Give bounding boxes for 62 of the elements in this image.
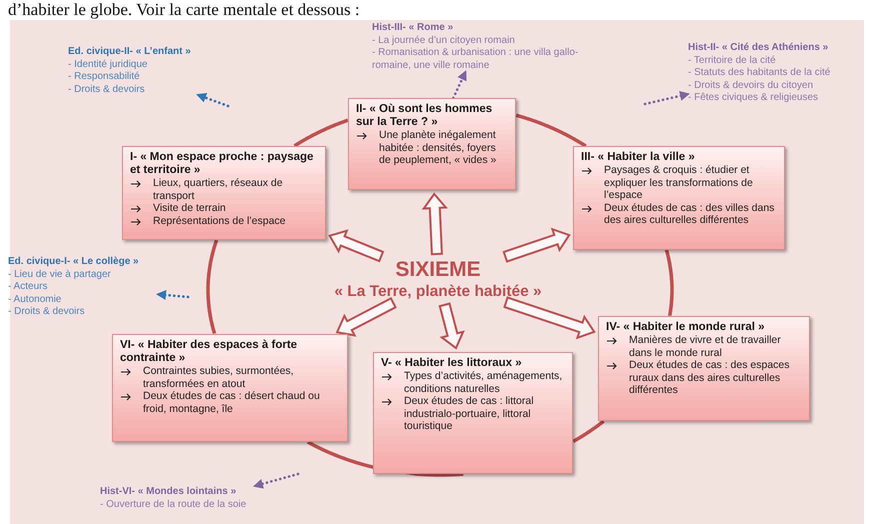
note-item: - Ouverture de la route de la soie: [100, 498, 248, 511]
bullet-text: Types d’activités, aménagements, conditions naturelles: [404, 370, 564, 395]
box-heading: I- « Mon espace proche : paysage et territoire »: [130, 151, 314, 177]
dotted-arrow: [196, 92, 230, 108]
box-heading: IV- « Habiter le monde rural »: [606, 321, 766, 334]
note-heading: Ed. civique-I- « Le collège »: [8, 256, 140, 268]
bullet-text: Lieux, quartiers, réseaux de transport: [153, 177, 284, 202]
ring-line: [293, 118, 349, 148]
bullet-text: Paysages & croquis : étudier et expliquer les transformations de l’espace: [604, 164, 754, 202]
block-arrow: [328, 229, 384, 262]
bullet-text: Représentations de l’espace: [153, 214, 286, 227]
note-item: - Identité juridique: [68, 58, 148, 71]
box-heading: V- « Habiter les littoraux »: [381, 357, 523, 370]
note-item: - Lieu de vie à partager: [8, 268, 112, 281]
note-item: - Droits & devoirs: [8, 306, 86, 318]
topic-box: [598, 316, 810, 421]
box-heading: VI- « Habiter des espaces à forte contrainte »: [120, 339, 298, 365]
block-arrow: [438, 302, 465, 350]
note-item: - Droits & devoirs du citoyen: [688, 80, 814, 92]
bullet-text: Contraintes subies, surmontées, transformées en atout: [143, 365, 295, 390]
dotted-arrow: [452, 70, 467, 100]
bullet-text: Manières de vivre et de travailler dans le monde rural: [629, 334, 782, 359]
ring-line: [206, 238, 218, 335]
dotted-arrow: [644, 91, 690, 106]
topic-box: [348, 98, 516, 190]
note-item: - Acteurs: [8, 281, 48, 294]
block-arrow: [336, 297, 397, 337]
note-heading: Hist-III- « Rome »: [372, 22, 454, 34]
center-subtitle: « La Terre, planète habitée »: [333, 282, 543, 301]
topic-box: [122, 146, 326, 240]
note-heading: Ed. civique-II- « L’enfant »: [68, 46, 192, 58]
topic-box: [373, 352, 573, 474]
ring-line: [515, 114, 587, 148]
bullet-text: Une planète inégalement habitée : densités, foyers de peuplement, « vides »: [379, 129, 498, 166]
topic-box: [573, 146, 785, 250]
dotted-arrow: [252, 472, 300, 489]
document-text: d’habiter le globe. Voir la carte mentale et dessous :: [8, 0, 360, 19]
ring-line: [572, 420, 605, 443]
note-heading: Hist-VI- « Mondes lointains »: [100, 486, 238, 498]
note-item: - Romanisation & urbanisation : une villa gallo-romaine, une ville romaine: [372, 47, 580, 72]
note-item: - Fêtes civiques & religieuses: [688, 92, 820, 104]
note-item: - Territoire de la cité: [688, 54, 777, 67]
note-item: - Statuts des habitants de la cité: [688, 67, 832, 80]
block-arrow: [503, 296, 596, 340]
ring-line: [664, 248, 674, 318]
bullet-text: Visite de terrain: [153, 202, 226, 214]
bullet-text: Deux études de cas : des villes dans des aires culturelles différentes: [604, 202, 776, 226]
note-item: - Responsabilité: [68, 71, 141, 84]
block-arrow: [422, 192, 448, 256]
box-heading: III- « Habiter la ville »: [581, 151, 696, 164]
note-item: - La journée d’un citoyen romain: [372, 34, 516, 47]
bullet-text: Deux études de cas : littoral industrialo-portuaire, littoral touristique: [404, 395, 535, 432]
note-item: - Autonomie: [8, 294, 62, 306]
bullet-text: Deux études de cas : des espaces ruraux dans des aires culturelles différentes: [629, 359, 791, 396]
topic-box: [112, 334, 348, 442]
block-arrow: [502, 228, 571, 263]
bullet-text: Deux études de cas : désert chaud ou froid, montagne, île: [143, 390, 321, 415]
box-heading: II- « Où sont les hommes sur la Terre ? »: [356, 103, 494, 129]
note-heading: Hist-II- « Cité des Athéniens »: [688, 42, 830, 54]
center-title: SIXIEME: [394, 258, 482, 282]
note-item: - Droits & devoirs: [68, 84, 146, 96]
dotted-arrow: [156, 290, 190, 300]
